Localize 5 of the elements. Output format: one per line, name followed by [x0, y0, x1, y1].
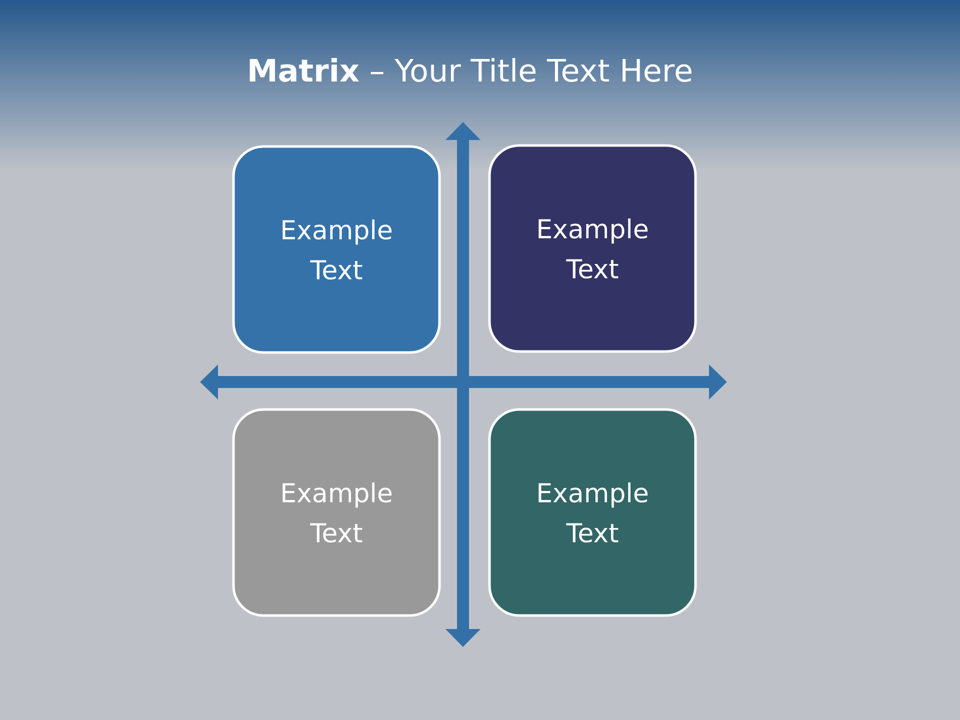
title: Matrix – Your Title Text Here [250, 58, 692, 82]
matrix-box: Example Text [488, 144, 697, 353]
matrix-box: Example Text [488, 408, 697, 617]
matrix-box: Example Text [232, 145, 441, 354]
matrix-box: Example Text [232, 408, 441, 617]
